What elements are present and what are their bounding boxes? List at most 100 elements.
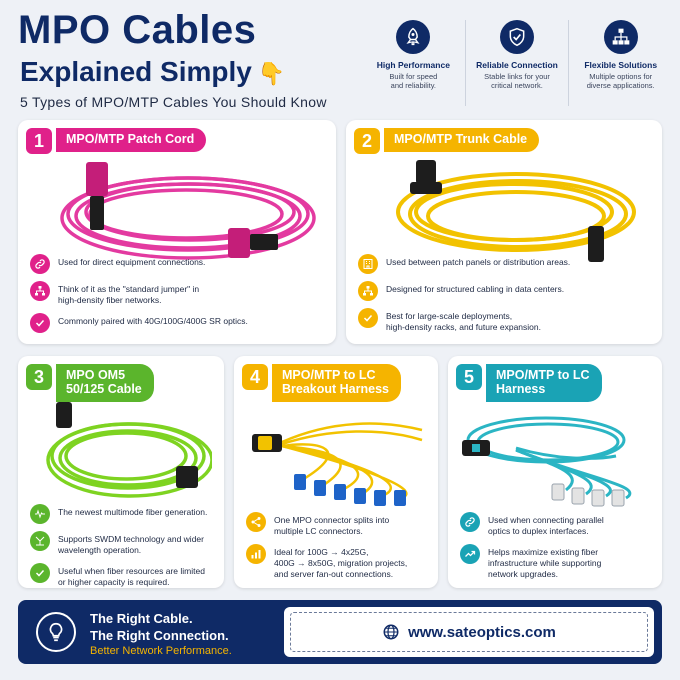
card-title-line1: MPO/MTP to LC [282,368,376,382]
card-title: MPO/MTP Patch Cord [56,128,207,152]
card-patch-cord: 1 MPO/MTP Patch Cord Used for direct equ… [18,120,336,344]
bullet-text-line2: 400G → 8x50G, migration projects, [274,558,408,569]
bullet-text-line2: optics to duplex interfaces. [488,526,589,537]
bullet-item: Designed for structured cabling in data … [358,281,654,301]
feature-title: Flexible Solutions [584,60,658,70]
bullet-text-line1: Used when connecting parallel [488,515,604,525]
bullet-text: Best for large-scale deployments,high-de… [386,308,541,333]
website-link[interactable]: www.sateoptics.com [408,623,556,641]
bullet-text: Ideal for 100G → 4x25G,400G → 8x50G, mig… [274,544,407,580]
bullet-text-line3: network upgrades. [488,569,558,580]
merge-arrows-icon [30,531,50,551]
feature-desc-line2: diverse applications. [586,81,655,91]
card-number: 5 [456,364,482,390]
footer-banner: The Right Cable. The Right Connection. B… [18,600,662,664]
link-icon [460,512,480,532]
feature-desc-line1: Multiple options for [589,72,653,81]
bullet-item: Used for direct equipment connections. [30,254,328,274]
lc-harness-image [462,416,632,507]
feature-title: High Performance [376,60,450,70]
feature-desc-line1: Stable links for your [484,72,550,81]
card-title-line1: MPO/MTP to LC [496,368,590,382]
share-icon [246,512,266,532]
card-number: 1 [26,128,52,154]
card-number: 2 [354,128,380,154]
bullet-item: Used between patch panels or distributio… [358,254,654,274]
pointing-down-icon: 👇 [257,61,286,86]
bullet-text-line1: Best for large-scale deployments, [386,311,513,321]
building-icon [358,254,378,274]
bullet-text: Designed for structured cabling in data … [386,281,564,295]
bullet-text: Commonly paired with 40G/100G/400G SR op… [58,313,248,327]
card-bullets: The newest multimode fiber generation. S… [30,504,216,588]
page-title: MPO Cables [18,8,257,52]
header: MPO Cables Explained Simply👇 5 Types of … [0,0,680,118]
bullet-text-line1: Designed for structured cabling in data … [386,284,565,294]
website-box[interactable]: www.sateoptics.com [284,607,654,657]
breakout-harness-image [252,422,423,506]
feature-reliable-connection: Reliable Connection Stable links for you… [466,20,570,106]
hierarchy-icon [358,281,378,301]
bullet-text-line1: Used between patch panels or distributio… [386,257,571,267]
bullet-text-line2: high-density racks, and future expansion… [386,322,541,333]
patch-cord-image [60,162,316,260]
feature-title: Reliable Connection [476,60,558,70]
bullet-text: Used between patch panels or distributio… [386,254,570,268]
check-icon [358,308,378,328]
bullet-text-line1: The newest multimode fiber generation. [58,507,208,517]
trend-up-icon [460,544,480,565]
lightbulb-icon [36,612,76,652]
card-number: 3 [26,364,52,390]
link-icon [30,254,50,274]
bullet-item: The newest multimode fiber generation. [30,504,216,524]
feature-desc-line2: critical network. [491,81,543,91]
rocket-icon [396,20,431,54]
bullet-text-line1: Supports SWDM technology and wider [58,534,204,544]
network-hierarchy-icon [603,20,638,54]
footer-line1: The Right Cable. [90,611,193,626]
trunk-cable-image [396,160,636,262]
page-subtitle: 5 Types of MPO/MTP Cables You Should Kno… [20,94,327,110]
bullet-text-line3: and server fan-out connections. [274,569,394,580]
globe-icon [383,624,399,640]
bullet-item: Commonly paired with 40G/100G/400G SR op… [30,313,328,334]
waveform-icon [30,504,50,524]
bullet-text-line1: One MPO connector splits into [274,515,390,525]
footer-line2: The Right Connection. [90,628,229,643]
bullet-text-line2: infrastructure while supporting [488,558,602,569]
bullet-item: Ideal for 100G → 4x25G,400G → 8x50G, mig… [246,544,430,580]
bullet-text-line2: multiple LC connectors. [274,526,363,537]
bullet-text-line1: Used for direct equipment connections. [58,257,206,267]
bullet-item: Best for large-scale deployments,high-de… [358,308,654,333]
bullet-text-line1: Useful when fiber resources are limited [58,566,205,577]
card-title-line2: 50/125 Cable [66,381,142,396]
card-number: 4 [242,364,268,390]
card-trunk-cable: 2 MPO/MTP Trunk Cable Used between patch… [346,120,662,344]
card-title-line1: MPO OM5 [66,368,126,382]
bullet-text-line1: Think of it as the "standard jumper" in [58,284,200,294]
card-title-line2: Harness [496,381,546,396]
bullet-text-line2: wavelength operation. [58,545,142,556]
